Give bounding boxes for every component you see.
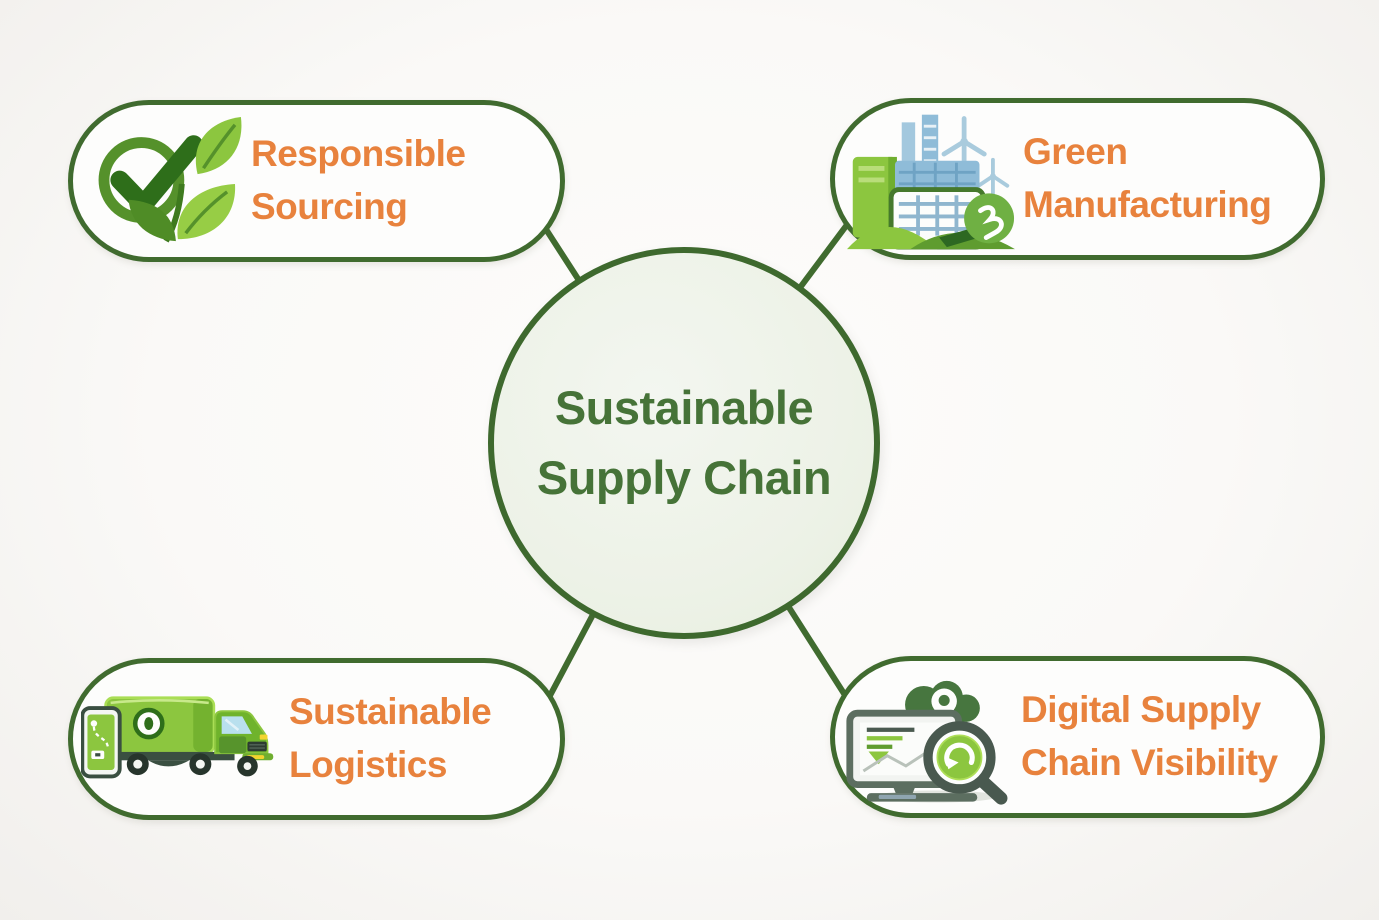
center-label-line2: Supply Chain — [536, 451, 832, 504]
node-label: Responsible Sourcing — [251, 128, 466, 233]
node-label-line2: Chain Visibility — [1021, 742, 1278, 783]
node-digital-visibility: Digital Supply Chain Visibility — [830, 656, 1325, 818]
node-sustainable-logistics: Sustainable Logistics — [68, 658, 565, 820]
node-label-line1: Sustainable — [289, 691, 492, 733]
node-label-line1: Responsible — [251, 133, 466, 175]
check-leaves-icon — [98, 116, 242, 243]
node-label-line2: Sourcing — [251, 186, 408, 227]
node-label: Digital Supply Chain Visibility — [1021, 684, 1278, 789]
center-node-sustainable-supply-chain: Sustainable Supply Chain — [488, 247, 880, 639]
node-label-line2: Logistics — [289, 744, 447, 785]
eco-factory-icon — [847, 114, 1015, 250]
node-label-line1: Green — [1023, 131, 1128, 173]
node-green-manufacturing: Green Manufacturing — [830, 98, 1325, 260]
monitor-magnifier-icon — [846, 680, 1008, 805]
node-responsible-sourcing: Responsible Sourcing — [68, 100, 565, 262]
node-label: Sustainable Logistics — [289, 686, 492, 791]
node-label-line1: Digital Supply — [1021, 689, 1261, 731]
center-label-line1: Sustainable — [554, 381, 814, 435]
node-label-line2: Manufacturing — [1023, 184, 1272, 225]
center-node-label: Sustainable Supply Chain — [536, 373, 832, 512]
node-label: Green Manufacturing — [1023, 126, 1272, 231]
green-truck-icon — [81, 696, 274, 779]
